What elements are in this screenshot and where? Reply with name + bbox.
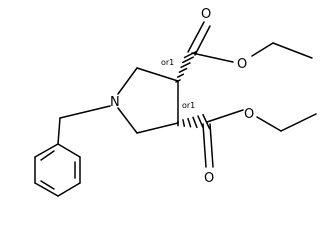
oxygen-lower-ester-label: O [244,107,254,122]
bond-c5-n [117,107,138,134]
bond-carbonyl-lower-b [209,123,214,168]
bond-c-o-upper [191,52,234,63]
bond-ring-6 [34,143,59,158]
bond-ring-to-ch2 [57,117,61,145]
hashed-wedge-lower [177,113,211,130]
bond-ring-inner-2 [40,180,55,190]
bond-o-ch2-lower [256,116,282,132]
stereo-label-upper: or1 [161,58,174,67]
nitrogen-label: N [110,95,120,110]
bond-ch2-ch3-lower [280,113,317,132]
bond-carbonyl-upper-a [187,21,205,53]
stereo-label-lower: or1 [182,101,195,110]
bond-ring-1 [57,143,81,158]
structure-canvas: N O O O O or1 or1 [34,7,317,197]
bond-c-o-lower [206,109,244,123]
lower-ester [177,109,317,168]
atom-labels: N O O O O [110,7,254,186]
upper-ester [175,21,313,83]
bond-c2-c3 [136,67,179,82]
bond-ch2-ch3-upper [272,42,313,59]
stereo-labels: or1 or1 [161,58,195,110]
oxygen-lower-carbonyl-label: O [204,171,214,186]
bond-c4-c5 [136,122,179,134]
molecule-drawing: N O O O O or1 or1 [34,7,317,197]
bond-ring-4 [34,182,59,197]
hashed-wedge-upper [175,50,198,83]
bond-ring-inner-3 [40,150,55,161]
benzene-ring [34,143,81,197]
bond-o-ch2-upper [251,42,274,57]
oxygen-upper-ester-label: O [237,57,247,72]
oxygen-upper-carbonyl-label: O [201,7,211,22]
bond-carbonyl-lower-a [202,123,207,168]
bond-ch2-to-n [59,105,111,119]
bond-ring-3 [57,182,81,197]
pyrrolidine-ring [117,67,179,134]
bond-n-c2 [117,67,138,95]
bond-carbonyl-upper-b [194,25,211,56]
